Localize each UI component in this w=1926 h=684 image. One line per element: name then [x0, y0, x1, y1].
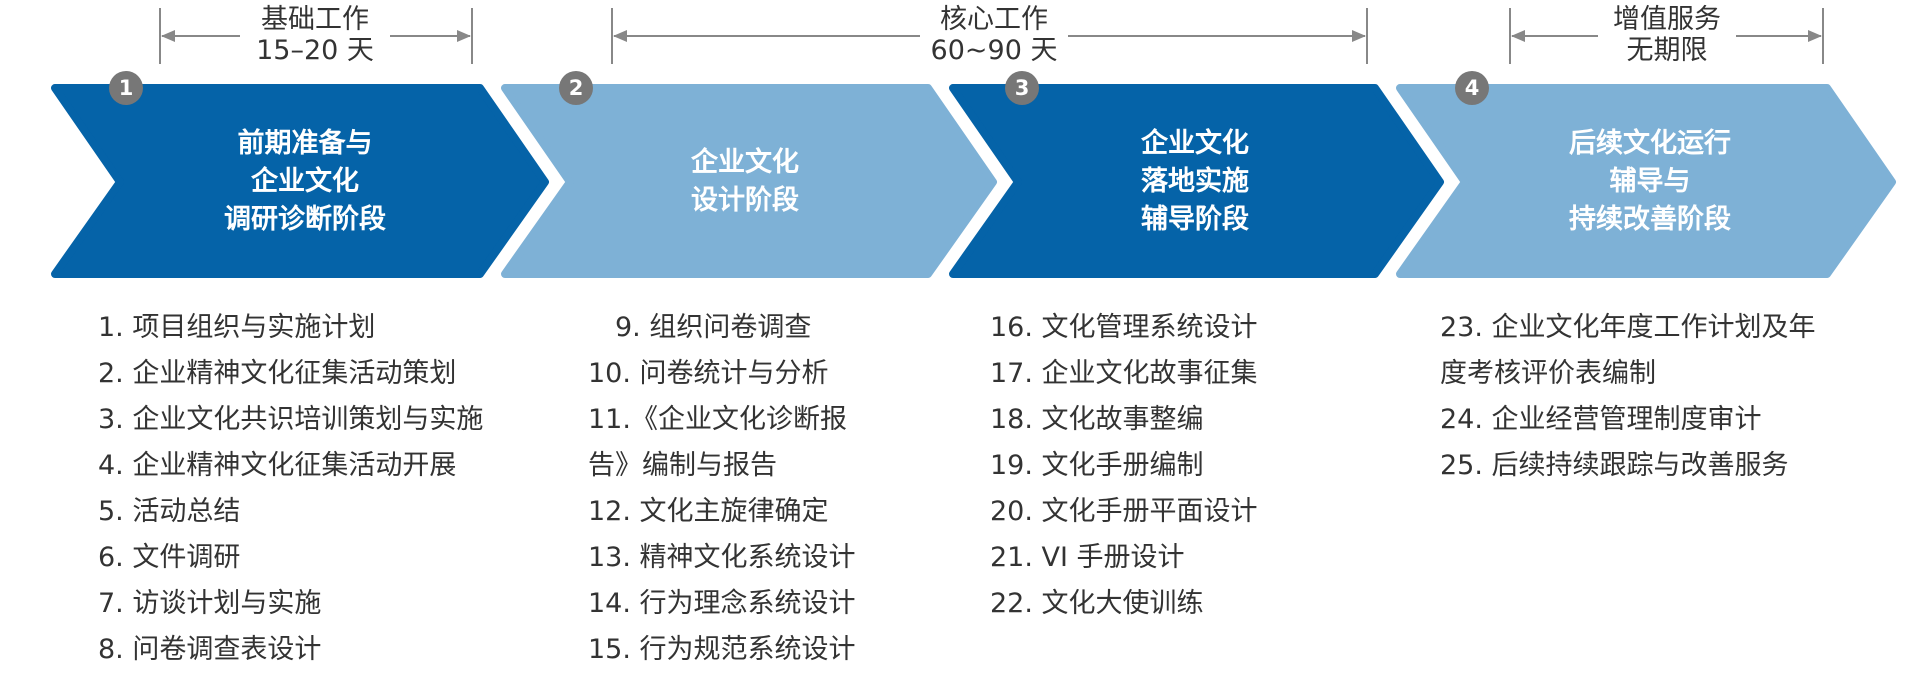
duration-label-basic: 基础工作 15–20 天 [240, 4, 390, 66]
list-item: 10. 问卷统计与分析 [588, 358, 829, 389]
phase-title-line: 前期准备与 [237, 128, 373, 159]
phase-title-line: 持续改善阶段 [1569, 204, 1731, 235]
phase-title-line: 调研诊断阶段 [224, 204, 386, 235]
list-item: 17. 企业文化故事征集 [990, 358, 1258, 389]
phase-title-2: 企业文化 设计阶段 [600, 120, 890, 244]
duration-title: 核心工作 [940, 4, 1048, 35]
duration-title: 增值服务 [1613, 4, 1721, 35]
task-list-phase-4: 23. 企业文化年度工作计划及年 度考核评价表编制 24. 企业经营管理制度审计… [1440, 305, 1816, 489]
phase-title-line: 后续文化运行 [1569, 128, 1731, 159]
phase-title-1: 前期准备与 企业文化 调研诊断阶段 [160, 120, 450, 244]
list-item: 告》编制与报告 [588, 450, 777, 481]
list-item: 19. 文化手册编制 [990, 450, 1204, 481]
phase-title-3: 企业文化 落地实施 辅导阶段 [1050, 120, 1340, 244]
list-item: 2. 企业精神文化征集活动策划 [98, 358, 457, 389]
list-item: 22. 文化大使训练 [990, 588, 1204, 619]
duration-title: 基础工作 [261, 4, 369, 35]
duration-bracket-value-added [1509, 8, 1824, 64]
phase-chevron-2 [501, 84, 997, 278]
task-list-phase-2: 9. 组织问卷调查 10. 问卷统计与分析 11.《企业文化诊断报 告》编制与报… [588, 305, 856, 673]
phase-title-line: 辅导阶段 [1141, 204, 1249, 235]
list-item: 24. 企业经营管理制度审计 [1440, 404, 1762, 435]
list-item: 5. 活动总结 [98, 496, 241, 527]
duration-label-core: 核心工作 60~90 天 [920, 4, 1068, 66]
list-item: 3. 企业文化共识培训策划与实施 [98, 404, 484, 435]
list-item: 20. 文化手册平面设计 [990, 496, 1258, 527]
list-item: 23. 企业文化年度工作计划及年 [1440, 312, 1816, 343]
phase-number-3: 3 [1014, 76, 1030, 100]
task-list-phase-3: 16. 文化管理系统设计 17. 企业文化故事征集 18. 文化故事整编 19.… [990, 305, 1258, 627]
task-list-phase-1: 1. 项目组织与实施计划 2. 企业精神文化征集活动策划 3. 企业文化共识培训… [98, 305, 483, 673]
list-item: 6. 文件调研 [98, 542, 241, 573]
list-item: 12. 文化主旋律确定 [588, 496, 829, 527]
list-item: 7. 访谈计划与实施 [98, 588, 322, 619]
phase-number-1: 1 [118, 76, 134, 100]
phase-number-4: 4 [1464, 76, 1480, 100]
phase-badge-4 [1455, 71, 1489, 105]
list-item: 25. 后续持续跟踪与改善服务 [1440, 450, 1789, 481]
phase-title-line: 企业文化 [691, 147, 799, 178]
duration-days: 15–20 天 [256, 35, 374, 66]
list-item: 16. 文化管理系统设计 [990, 312, 1258, 343]
list-item: 21. VI 手册设计 [990, 542, 1185, 573]
duration-bracket-core [611, 8, 1368, 64]
list-item: 15. 行为规范系统设计 [588, 634, 856, 665]
list-item: 4. 企业精神文化征集活动开展 [98, 450, 457, 481]
phase-title-line: 设计阶段 [691, 185, 799, 216]
phase-chevron-4 [1396, 84, 1896, 278]
list-item: 9. 组织问卷调查 [588, 312, 812, 343]
phase-title-line: 辅导与 [1609, 166, 1691, 197]
duration-days: 60~90 天 [930, 35, 1058, 66]
phase-badge-2 [559, 71, 593, 105]
phase-badge-1 [109, 71, 143, 105]
phase-title-4: 后续文化运行 辅导与 持续改善阶段 [1505, 120, 1795, 244]
phase-number-2: 2 [568, 76, 584, 100]
list-item: 度考核评价表编制 [1440, 358, 1656, 389]
duration-bracket-basic [159, 8, 473, 64]
phase-chevron-1 [51, 84, 549, 278]
phase-title-line: 落地实施 [1141, 166, 1249, 197]
duration-days: 无期限 [1626, 35, 1708, 66]
list-item: 13. 精神文化系统设计 [588, 542, 856, 573]
list-item: 8. 问卷调查表设计 [98, 634, 322, 665]
list-item: 14. 行为理念系统设计 [588, 588, 856, 619]
list-item: 18. 文化故事整编 [990, 404, 1204, 435]
list-item: 1. 项目组织与实施计划 [98, 312, 376, 343]
phase-badge-3 [1005, 71, 1039, 105]
duration-label-value-added: 增值服务 无期限 [1598, 4, 1736, 66]
phase-chevron-3 [949, 84, 1444, 278]
list-item: 11.《企业文化诊断报 [588, 404, 847, 435]
phase-title-line: 企业文化 [1141, 128, 1249, 159]
phase-title-line: 企业文化 [251, 166, 359, 197]
